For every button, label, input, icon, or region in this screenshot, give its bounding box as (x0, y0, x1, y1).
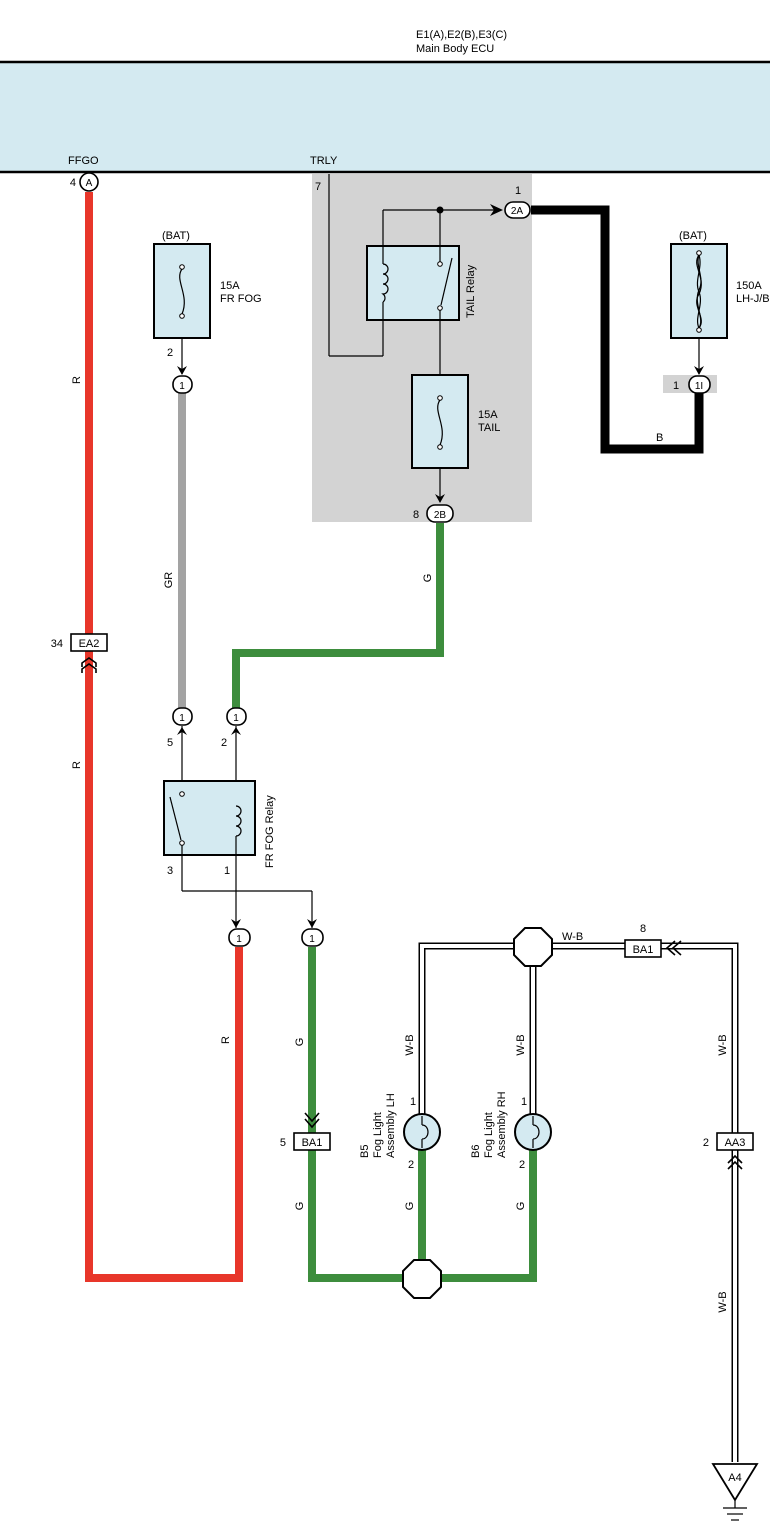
ba1-shield-icon (304, 1112, 320, 1129)
wire-label-r-3: R (220, 1036, 232, 1044)
fr-fog-relay-pin2: 2 (221, 737, 227, 749)
tail-relay-label: TAIL Relay (465, 264, 477, 318)
splice-top (513, 927, 553, 967)
fr-fog-relay-conn-2: 1 (233, 713, 239, 724)
splice-bottom (402, 1259, 442, 1299)
fuse-icon (179, 264, 185, 319)
trly-pin-number: 7 (315, 181, 321, 193)
ground-icon (711, 1463, 759, 1502)
ecu-connectors-label: E1(A),E2(B),E3(C) (416, 29, 507, 41)
fog-rh-pin-top: 1 (521, 1096, 527, 1108)
wire-label-wb-bottom: W-B (717, 1291, 729, 1312)
fog-lh-pin-bottom: 2 (408, 1159, 414, 1171)
fr-fog-fuse-rating: 15A (220, 280, 240, 292)
wire-label-wb-top: W-B (562, 931, 583, 943)
main-fuse-source: (BAT) (679, 230, 707, 242)
junction-ba1-left-pin: 5 (280, 1137, 286, 1149)
ecu-pin-ffgo: FFGO (68, 155, 99, 167)
ffgo-connector-label: A (86, 178, 93, 189)
fr-fog-fuse-pin: 2 (167, 347, 173, 359)
fuse-icon (437, 395, 443, 450)
fog-lh-name-2: Assembly LH (385, 1093, 397, 1158)
wire-label-wb-lh: W-B (404, 1034, 416, 1055)
ground-label: A4 (728, 1472, 741, 1484)
switch-icon (437, 257, 453, 311)
main-fuse-rating: 150A (736, 280, 762, 292)
tail-fuse-conn: 2B (434, 510, 447, 521)
tail-relay-out-pin: 1 (515, 185, 521, 197)
fr-fog-fuse-name: FR FOG (220, 293, 262, 305)
fog-rh-pin-bottom: 2 (519, 1159, 525, 1171)
fr-fog-fuse-conn: 1 (179, 381, 185, 392)
junction-ba1-left-label: BA1 (302, 1137, 323, 1149)
fog-lh-name-1: Fog Light (372, 1112, 384, 1158)
junction-ba1-right-label: BA1 (633, 944, 654, 956)
aa3-shield-icon (727, 1154, 743, 1170)
fr-fog-relay-conn-1: 1 (236, 934, 242, 945)
fusible-link-icon (696, 250, 702, 333)
wire-wb (418, 942, 739, 1462)
junction-ea2-pin: 34 (51, 638, 63, 650)
tail-relay-block (312, 174, 532, 522)
fr-fog-fuse-source: (BAT) (162, 230, 190, 242)
wire-label-r-1: R (71, 376, 83, 384)
tail-fuse-pin: 8 (413, 509, 419, 521)
fog-light-lh (403, 1113, 441, 1151)
fr-fog-relay-conn-3: 1 (309, 934, 315, 945)
fog-rh-name-1: Fog Light (483, 1112, 495, 1158)
ffgo-connector (79, 172, 99, 192)
bulb-icon (421, 1116, 429, 1148)
junction-aa3-pin: 2 (703, 1137, 709, 1149)
junction-ba1-left (293, 1132, 331, 1151)
wire-label-r-2: R (71, 761, 83, 769)
wire-label-wb-rh: W-B (515, 1034, 527, 1055)
junction-aa3-label: AA3 (725, 1137, 746, 1149)
fog-lh-id: B5 (359, 1145, 371, 1158)
coil-icon (381, 263, 389, 303)
wire-label-b: B (656, 432, 663, 444)
wire-label-gr: GR (163, 572, 175, 589)
tail-relay-out-conn: 2A (511, 206, 524, 217)
fog-light-rh (514, 1113, 552, 1151)
fr-fog-fuse (153, 243, 211, 339)
fog-lh-pin-top: 1 (410, 1096, 416, 1108)
ecu-name-label: Main Body ECU (416, 43, 494, 55)
main-fuse-name: LH-J/B (736, 293, 770, 305)
main-body-ecu (0, 62, 770, 172)
main-fuse-conn: 1I (695, 381, 703, 392)
junction-ea2-label: EA2 (79, 638, 100, 650)
wire-black-b (531, 205, 704, 454)
fr-fog-relay (163, 780, 256, 856)
wire-label-wb-right: W-B (717, 1034, 729, 1055)
ba1-right-shield-icon (665, 940, 682, 956)
wire-label-g-5: G (515, 1202, 527, 1211)
tail-fuse-name: TAIL (478, 422, 500, 434)
fr-fog-relay-conn-5: 1 (179, 713, 185, 724)
tail-relay (366, 245, 460, 321)
fog-rh-name-2: Assembly RH (496, 1091, 508, 1158)
wire-label-g-1: G (422, 574, 434, 583)
wire-green-tail (232, 523, 444, 708)
junction-ba1-right-pin: 8 (640, 923, 646, 935)
wire-label-g-4: G (404, 1202, 416, 1211)
bulb-icon (532, 1116, 540, 1148)
junction-ba1-right (624, 939, 662, 958)
wire-label-g-3: G (294, 1202, 306, 1211)
wire-label-g-2: G (294, 1038, 306, 1047)
switch-icon (169, 791, 185, 846)
fog-rh-id: B6 (470, 1145, 482, 1158)
fr-fog-relay-pin1: 1 (224, 865, 230, 877)
ffgo-pin-number: 4 (70, 177, 76, 189)
ecu-pin-trly: TRLY (310, 155, 338, 167)
fr-fog-relay-pin5: 5 (167, 737, 173, 749)
wire-red-ffgo (85, 192, 243, 1282)
tail-fuse-rating: 15A (478, 409, 498, 421)
main-fuse-pin: 1 (673, 380, 679, 392)
junction-aa3 (716, 1132, 754, 1151)
fr-fog-relay-pin3: 3 (167, 865, 173, 877)
fr-fog-relay-label: FR FOG Relay (264, 795, 276, 868)
junction-ea2 (70, 633, 108, 652)
coil-icon (235, 805, 242, 837)
